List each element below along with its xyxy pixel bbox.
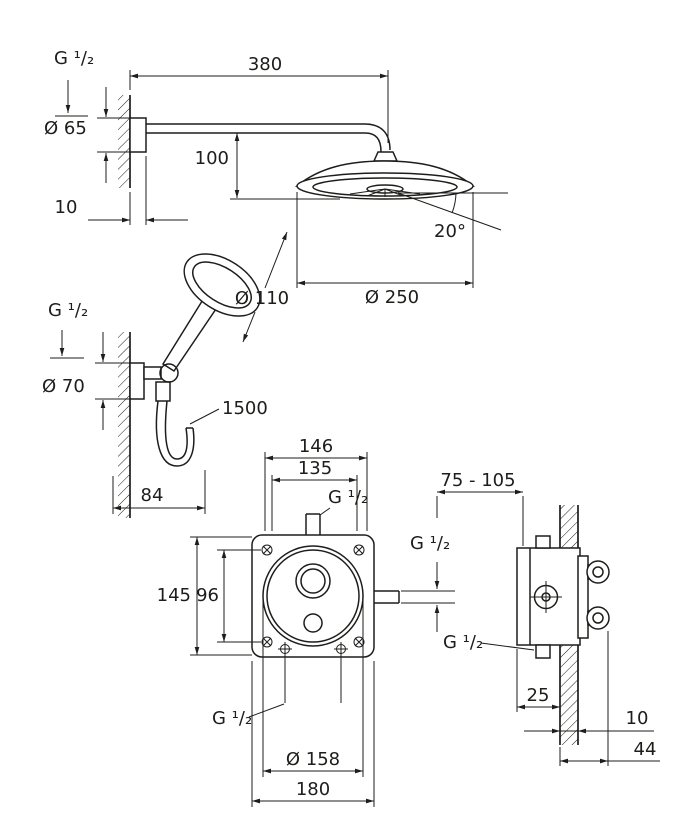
dim-hand-thread: G ¹/₂: [48, 300, 88, 359]
head-shower: [294, 160, 476, 200]
arm-length-label: 380: [248, 54, 282, 75]
holder-ring: [159, 363, 179, 383]
mounting-depth-range-label: 75 - 105: [440, 470, 515, 491]
supply-union-top: [586, 560, 610, 584]
holder-wall-flange: [129, 362, 145, 400]
supply-union-bottom: [586, 606, 610, 630]
dim-head-thread: G ¹/₂: [54, 48, 94, 117]
trim-plate: [251, 534, 375, 658]
side-body-depth-label: 44: [634, 739, 657, 760]
dim-wall-plate-depth: 10: [55, 156, 188, 225]
trim-screw-spacing-label: 96: [196, 585, 219, 606]
dim-trim-height: 145: [157, 536, 252, 656]
head-thread-label: G ¹/₂: [54, 48, 94, 69]
dim-mounting-depth-range: 75 - 105: [436, 470, 524, 546]
dim-hand-diameter: Ø 110: [235, 231, 289, 343]
flange-diameter-label: Ø 65: [44, 118, 87, 139]
valve-back-plate: [577, 555, 589, 639]
dim-head-offset: 100: [195, 133, 340, 200]
dim-trim-screw-spacing: 96: [196, 549, 261, 643]
hose-length-label: 1500: [222, 398, 268, 419]
hand-shower-view: G ¹/₂ Ø 70 Ø 110 1500 84: [42, 231, 289, 518]
wall-plate-depth-label: 10: [55, 197, 78, 218]
dim-head-diameter: Ø 250: [296, 192, 474, 308]
hand-shower-handle: [161, 296, 220, 373]
hand-shower-head: [183, 253, 261, 317]
dim-trim-plate-width: 180: [251, 661, 375, 807]
trim-height-label: 145: [157, 585, 191, 606]
valve-bottom-stub: [535, 644, 551, 659]
dim-side-outlet-thread: G ¹/₂: [443, 632, 535, 653]
dim-swivel-angle: 20°: [397, 192, 508, 242]
wall-hatch-middle: [118, 332, 130, 518]
side-front-depth-label: 25: [527, 685, 550, 706]
trim-width-outer-label: 146: [299, 436, 333, 457]
trim-width-inner-label: 135: [298, 458, 332, 479]
trim-outer-circle: [262, 545, 364, 647]
dim-holder-diameter: Ø 70: [42, 332, 130, 430]
top-supply-stub: [305, 513, 321, 535]
trim-side-thread-label: G ¹/₂: [410, 533, 450, 554]
holder-diameter-label: Ø 70: [42, 376, 85, 397]
dim-side-body-depth: 44: [559, 631, 660, 766]
thermostat-handle: [295, 563, 331, 599]
dim-side-wall-thickness: 10: [524, 708, 654, 734]
trim-top-thread-label: G ¹/₂: [328, 487, 368, 508]
swivel-angle-label: 20°: [434, 221, 466, 242]
hand-thread-label: G ¹/₂: [48, 300, 88, 321]
valve-top-stub: [535, 535, 551, 549]
side-wall-thickness-label: 10: [626, 708, 649, 729]
hand-diameter-label: Ø 110: [235, 288, 289, 309]
shower-hose: [155, 400, 195, 467]
dim-trim-width-inner: 135: [271, 458, 358, 531]
valve-side-view: 75 - 105 25 10: [436, 470, 660, 766]
holder-projection-label: 84: [141, 485, 164, 506]
right-outlet-stub: [374, 590, 400, 604]
volume-handle: [303, 613, 323, 633]
dim-trim-bottom-thread: G ¹/₂: [212, 656, 342, 729]
trim-plate-width-label: 180: [296, 779, 330, 800]
dim-arm-length: 380: [129, 54, 389, 143]
dim-holder-projection: 84: [112, 470, 206, 514]
dim-hose-length: 1500: [189, 398, 268, 425]
dim-trim-plate-diameter: Ø 158: [262, 601, 364, 777]
valve-front-view: 146 135 G ¹/₂ 145 96: [157, 436, 535, 807]
mounting-screws: [261, 544, 365, 648]
dim-flange-diameter: Ø 65: [44, 87, 130, 183]
wall-hatch-top: [118, 95, 130, 188]
dim-trim-width-outer: 146: [264, 436, 368, 531]
trim-plate-diameter-label: Ø 158: [286, 749, 340, 770]
trim-bottom-thread-label: G ¹/₂: [212, 708, 252, 729]
dim-side-front-depth: 25: [516, 649, 560, 712]
dim-trim-top-thread: G ¹/₂: [319, 487, 368, 516]
head-offset-label: 100: [195, 148, 229, 169]
side-outlet-thread-label: G ¹/₂: [443, 632, 483, 653]
arm-wall-flange: [129, 117, 147, 153]
head-shower-view: G ¹/₂ 380 Ø 65 100 10: [44, 48, 508, 308]
head-diameter-label: Ø 250: [365, 287, 419, 308]
valve-front-port: [530, 581, 562, 613]
hose-nut: [155, 381, 171, 402]
holder-arm: [143, 366, 162, 380]
bottom-ports: [278, 642, 348, 656]
shower-arm: [146, 123, 399, 162]
dim-trim-side-thread: G ¹/₂: [401, 533, 455, 632]
